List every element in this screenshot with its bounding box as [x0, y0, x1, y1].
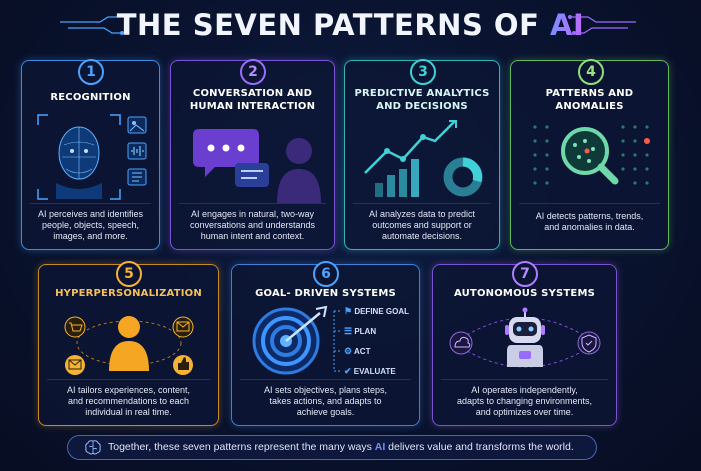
circuit-decoration-left-icon: [60, 15, 128, 35]
card-number: 3: [410, 59, 436, 85]
face-scan-icon: [37, 114, 147, 200]
card-description: AI operates independently, adapts to cha…: [456, 385, 593, 417]
gear-icon: ⚙: [344, 346, 353, 356]
card-description: AI tailors experiences, content, and rec…: [66, 385, 191, 417]
card-description: AI engages in natural, two-way conversat…: [189, 209, 316, 241]
goal-step-evaluate: ✔ EVALUATE: [344, 366, 396, 376]
goal-step-plan: ☰ PLAN: [344, 326, 377, 336]
goal-steps-connector: [333, 310, 342, 372]
card-title: PATTERNS AND ANOMALIES: [545, 88, 634, 112]
card-title: AUTONOMOUS SYSTEMS: [453, 288, 596, 299]
card-number: 1: [78, 59, 104, 85]
trend-chart-icon: [364, 120, 483, 197]
brain-icon: [85, 440, 101, 455]
footer-ai-highlight: AI: [374, 441, 386, 453]
card-title: CONVERSATION AND HUMAN INTERACTION: [189, 88, 316, 112]
card-description: AI perceives and identifies people, obje…: [37, 209, 144, 241]
goal-step-act: ⚙ ACT: [344, 346, 371, 356]
card-number: 4: [578, 59, 604, 85]
circuit-decoration-right-icon: [568, 15, 636, 35]
card-description: AI detects patterns, trends, and anomali…: [535, 211, 644, 232]
flag-icon: ⚑: [344, 306, 353, 316]
list-icon: ☰: [344, 326, 353, 336]
card-title: HYPERPERSONALIZATION: [55, 288, 202, 299]
footer-banner: [67, 435, 597, 460]
title-ai-highlight: AI: [550, 8, 585, 42]
card-title: GOAL- DRIVEN SYSTEMS: [255, 288, 396, 299]
target-icon: [252, 305, 328, 375]
card-title: PREDICTIVE ANALYTICS AND DECISIONS: [354, 88, 490, 112]
card-goal-driven: 6 GOAL- DRIVEN SYSTEMS ⚑ DEFINE GOAL ☰ P…: [231, 261, 420, 426]
card-number: 2: [240, 59, 266, 85]
person-hub-icon: [64, 316, 194, 375]
card-recognition: 1 RECOGNITION AI perceives and identifie…: [21, 59, 160, 250]
card-autonomous: 7 AUTONOMOUS SYSTEMS AI operates indepen…: [432, 261, 617, 426]
check-circle-icon: ✔: [344, 366, 352, 376]
card-description: AI analyzes data to predict outcomes and…: [368, 209, 476, 241]
robot-icon: [449, 307, 601, 368]
card-number: 5: [116, 261, 142, 287]
card-patterns-anomalies: 4 PATTERNS AND ANOMALIES AI detects patt…: [510, 59, 669, 250]
card-predictive-analytics: 3 PREDICTIVE ANALYTICS AND DECISIONS AI …: [344, 59, 500, 250]
card-title: RECOGNITION: [50, 92, 131, 103]
card-number: 6: [313, 261, 339, 287]
chat-person-icon: [193, 129, 321, 203]
card-conversation: 2 CONVERSATION AND HUMAN INTERACTION AI …: [170, 59, 335, 250]
footer-text: Together, these seven patterns represent…: [108, 441, 574, 453]
magnifier-dots-icon: [533, 125, 650, 185]
card-description: AI sets objectives, plans steps, takes a…: [263, 385, 388, 417]
goal-step-define: ⚑ DEFINE GOAL: [344, 306, 409, 316]
card-hyperpersonalization: 5 HYPERPERSONALIZATION AI tailors experi…: [38, 261, 219, 426]
page-title: THE SEVEN PATTERNS OF AI: [116, 8, 585, 42]
card-number: 7: [512, 261, 538, 287]
